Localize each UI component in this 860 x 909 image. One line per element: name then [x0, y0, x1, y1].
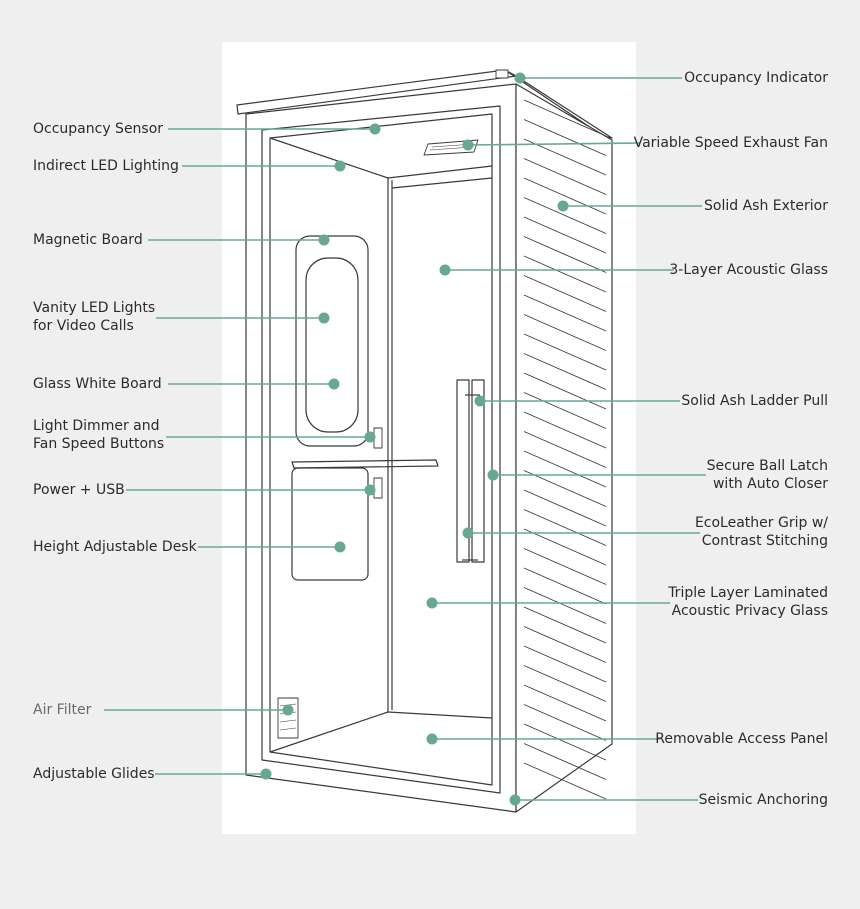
- variable-speed-exhaust-fan-marker: [462, 139, 474, 151]
- slat-line: [523, 606, 607, 644]
- slat-line: [523, 528, 607, 566]
- slat-line: [523, 626, 607, 663]
- slat-line: [523, 216, 607, 254]
- slat-line: [523, 236, 607, 273]
- magnetic-board-marker: [318, 234, 330, 246]
- slat-line: [523, 431, 607, 468]
- magnetic-board-label: Magnetic Board: [33, 232, 143, 248]
- light-dimmer-fan-buttons-marker: [364, 431, 376, 443]
- booth-line-art: [236, 69, 613, 813]
- slat-line: [523, 762, 607, 800]
- slat-line: [523, 723, 607, 761]
- slat-line: [523, 314, 607, 351]
- glass-white-board-label: Glass White Board: [33, 376, 162, 392]
- acoustic-glass-marker: [439, 264, 451, 276]
- adjustable-glides-marker: [260, 768, 272, 780]
- slat-line: [523, 567, 607, 605]
- slat-line: [523, 392, 607, 429]
- slat-line: [523, 275, 607, 312]
- slat-line: [523, 372, 607, 410]
- slat-line: [523, 587, 607, 624]
- occupancy-indicator-label: Occupancy Indicator: [684, 70, 828, 86]
- slat-line: [523, 743, 607, 780]
- slat-line: [523, 509, 607, 546]
- slat-line: [523, 333, 607, 371]
- slat-line: [523, 470, 607, 507]
- slat-line: [523, 489, 607, 527]
- slat-line: [523, 197, 607, 234]
- ash-slats: [523, 99, 607, 800]
- slat-line: [523, 119, 607, 156]
- slat-line: [523, 353, 607, 390]
- adjustable-glides-label: Adjustable Glides: [33, 766, 155, 782]
- slat-line: [523, 99, 607, 137]
- height-adjustable-desk-marker: [334, 541, 346, 553]
- ecoleather-grip-label: EcoLeather Grip w/Contrast Stitching: [694, 515, 828, 549]
- solid-ash-ladder-pull-marker: [474, 395, 486, 407]
- occupancy-sensor-marker: [369, 123, 381, 135]
- slat-line: [523, 138, 607, 176]
- privacy-glass-marker: [426, 597, 438, 609]
- slat-line: [523, 548, 607, 585]
- air-filter-label: Air Filter: [33, 702, 92, 718]
- slat-line: [523, 684, 607, 722]
- height-adjustable-desk-label: Height Adjustable Desk: [33, 539, 197, 555]
- variable-speed-exhaust-fan-label: Variable Speed Exhaust Fan: [633, 135, 828, 151]
- slat-line: [523, 704, 607, 741]
- slat-line: [523, 158, 607, 195]
- variable-speed-exhaust-fan-leader: [467, 142, 641, 146]
- occupancy-sensor-label: Occupancy Sensor: [33, 121, 164, 137]
- acoustic-glass-label: 3-Layer Acoustic Glass: [669, 262, 828, 278]
- slat-line: [523, 255, 607, 293]
- power-usb-marker: [364, 484, 376, 496]
- slat-line: [523, 645, 607, 683]
- air-filter-marker: [282, 704, 294, 716]
- slat-line: [523, 294, 607, 332]
- power-usb-label: Power + USB: [33, 482, 125, 498]
- indirect-led-lighting-marker: [334, 160, 346, 172]
- glass-white-board-marker: [328, 378, 340, 390]
- slat-line: [523, 665, 607, 702]
- removable-access-panel-marker: [426, 733, 438, 745]
- solid-ash-exterior-marker: [557, 200, 569, 212]
- solid-ash-ladder-pull-label: Solid Ash Ladder Pull: [681, 393, 828, 409]
- callouts: [104, 72, 706, 806]
- slat-line: [523, 411, 607, 449]
- seismic-anchoring-label: Seismic Anchoring: [698, 792, 828, 808]
- slat-line: [523, 177, 607, 215]
- indirect-led-lighting-label: Indirect LED Lighting: [33, 158, 179, 174]
- removable-access-panel-label: Removable Access Panel: [655, 731, 828, 747]
- secure-ball-latch-marker: [487, 469, 499, 481]
- vanity-led-lights-marker: [318, 312, 330, 324]
- ecoleather-grip-marker: [462, 527, 474, 539]
- seismic-anchoring-marker: [509, 794, 521, 806]
- slat-line: [523, 450, 607, 488]
- solid-ash-exterior-label: Solid Ash Exterior: [704, 198, 828, 214]
- occupancy-indicator-marker: [514, 72, 526, 84]
